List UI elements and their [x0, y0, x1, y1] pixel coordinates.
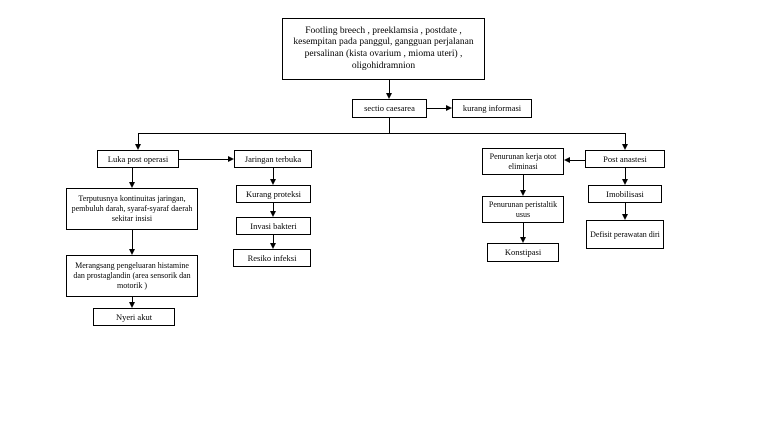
- arrowhead-kurang-proteksi-to-invasi: [270, 211, 276, 217]
- node-terputusnya-kontinuitas: Terputusnya kontinuitas jaringan, pembul…: [66, 188, 198, 230]
- node-post-anastesi: Post anastesi: [585, 150, 665, 168]
- connector-sectio-down-stem: [389, 118, 390, 133]
- node-imobilisasi: Imobilisasi: [588, 185, 662, 203]
- connector-invasi-to-resiko-infeksi: [273, 235, 274, 243]
- connector-post-anastesi-to-imobilisasi: [625, 168, 626, 179]
- arrowhead-terputusnya-to-merangsang: [129, 249, 135, 255]
- connector-penurunan-kerja-to-peristaltik: [523, 175, 524, 190]
- node-resiko-infeksi: Resiko infeksi: [233, 249, 311, 267]
- node-defisit-perawatan-diri-label: Defisit perawatan diri: [590, 229, 660, 239]
- node-indications-label: Footling breech , preeklamsia , postdate…: [293, 25, 474, 71]
- arrowhead-imobilisasi-to-defisit: [622, 214, 628, 220]
- node-resiko-infeksi-label: Resiko infeksi: [247, 252, 297, 263]
- arrowhead-bus-to-luka-post-operasi: [135, 144, 141, 150]
- node-nyeri-akut: Nyeri akut: [93, 308, 175, 326]
- node-penurunan-peristaltik-label: Penurunan peristaltik usus: [488, 199, 558, 219]
- node-konstipasi-label: Konstipasi: [504, 247, 542, 258]
- arrowhead-post-anastesi-to-imobilisasi: [622, 179, 628, 185]
- connector-sectio-to-kurang-informasi: [427, 108, 446, 109]
- node-nyeri-akut-label: Nyeri akut: [115, 311, 153, 322]
- node-penurunan-peristaltik: Penurunan peristaltik usus: [482, 196, 564, 223]
- arrowhead-sectio-to-kurang-informasi: [446, 105, 452, 111]
- connector-kurang-proteksi-to-invasi: [273, 203, 274, 211]
- arrowhead-indications-to-sectio: [386, 93, 392, 99]
- node-post-anastesi-label: Post anastesi: [603, 153, 647, 164]
- node-luka-post-operasi: Luka post operasi: [97, 150, 179, 168]
- node-sectio-caesarea-label: sectio caesarea: [364, 103, 415, 114]
- connector-bus-to-luka-post-operasi: [138, 133, 139, 144]
- node-jaringan-terbuka-label: Jaringan terbuka: [244, 153, 302, 164]
- node-konstipasi: Konstipasi: [487, 243, 559, 262]
- node-jaringan-terbuka: Jaringan terbuka: [234, 150, 312, 168]
- arrowhead-peristaltik-to-konstipasi: [520, 237, 526, 243]
- arrowhead-merangsang-to-nyeri-akut: [129, 302, 135, 308]
- connector-post-anastesi-to-penurunan-kerja: [570, 160, 585, 161]
- arrowhead-post-anastesi-to-penurunan-kerja: [564, 157, 570, 163]
- node-invasi-bakteri-label: Invasi bakteri: [250, 220, 297, 231]
- node-kurang-informasi: kurang informasi: [452, 99, 532, 118]
- arrowhead-bus-to-post-anastesi: [622, 144, 628, 150]
- connector-peristaltik-to-konstipasi: [523, 223, 524, 237]
- connector-indications-to-sectio: [389, 80, 390, 93]
- node-defisit-perawatan-diri: Defisit perawatan diri: [586, 220, 664, 249]
- arrowhead-luka-to-jaringan-terbuka: [228, 156, 234, 162]
- node-merangsang-pengeluaran: Merangsang pengeluaran histamine dan pro…: [66, 255, 198, 297]
- node-kurang-proteksi-label: Kurang proteksi: [245, 188, 301, 199]
- connector-jaringan-to-kurang-proteksi: [273, 168, 274, 179]
- node-merangsang-pengeluaran-label: Merangsang pengeluaran histamine dan pro…: [73, 261, 191, 290]
- connector-luka-to-jaringan-terbuka: [179, 159, 228, 160]
- node-penurunan-kerja-otot-label: Penurunan kerja otot eliminasi: [489, 151, 557, 171]
- connector-terputusnya-to-merangsang: [132, 230, 133, 249]
- node-sectio-caesarea: sectio caesarea: [352, 99, 427, 118]
- node-terputusnya-kontinuitas-label: Terputusnya kontinuitas jaringan, pembul…: [71, 194, 193, 223]
- node-imobilisasi-label: Imobilisasi: [606, 188, 644, 199]
- node-indications: Footling breech , preeklamsia , postdate…: [282, 18, 485, 80]
- node-kurang-proteksi: Kurang proteksi: [236, 185, 311, 203]
- node-invasi-bakteri: Invasi bakteri: [236, 217, 311, 235]
- connector-bus-to-post-anastesi: [625, 133, 626, 144]
- connector-distribution-bus: [138, 133, 625, 134]
- connector-luka-to-terputusnya: [132, 168, 133, 182]
- arrowhead-invasi-to-resiko-infeksi: [270, 243, 276, 249]
- arrowhead-penurunan-kerja-to-peristaltik: [520, 190, 526, 196]
- connector-imobilisasi-to-defisit: [625, 203, 626, 214]
- node-luka-post-operasi-label: Luka post operasi: [107, 153, 169, 164]
- arrowhead-jaringan-to-kurang-proteksi: [270, 179, 276, 185]
- connector-merangsang-to-nyeri-akut: [132, 297, 133, 302]
- arrowhead-luka-to-terputusnya: [129, 182, 135, 188]
- node-kurang-informasi-label: kurang informasi: [462, 103, 522, 114]
- node-penurunan-kerja-otot: Penurunan kerja otot eliminasi: [482, 148, 564, 175]
